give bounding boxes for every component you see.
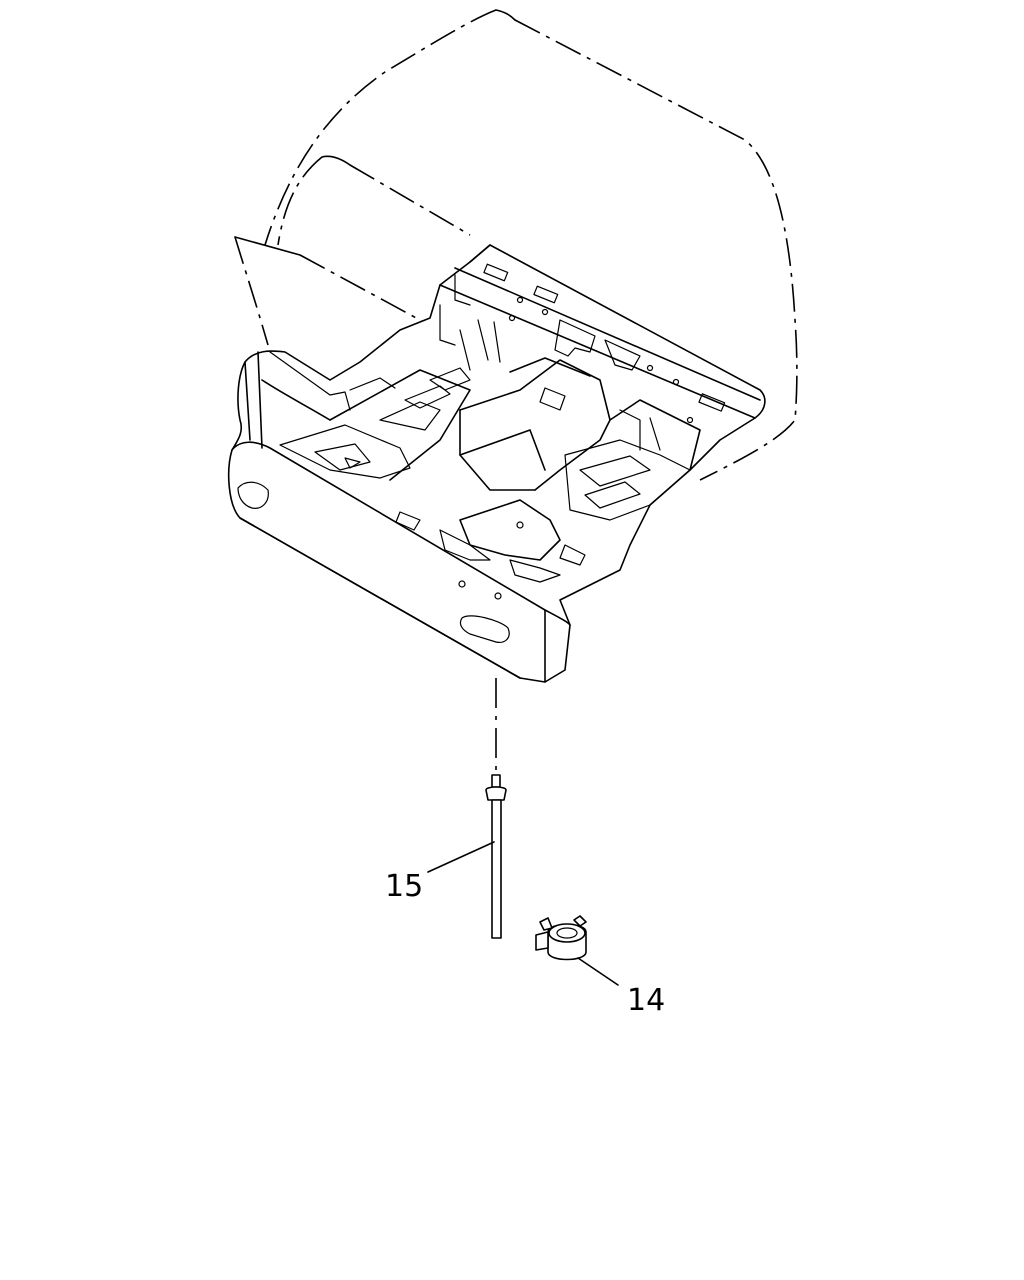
- callout-leader-15: [427, 841, 495, 873]
- part-14-clamp: [535, 915, 587, 961]
- floor-panel-assembly: [227, 244, 766, 683]
- callout-leader-14: [577, 957, 619, 986]
- callout-label-15: 15: [385, 869, 423, 904]
- callout-label-14: 14: [627, 983, 665, 1018]
- part-15-rod: [485, 774, 507, 939]
